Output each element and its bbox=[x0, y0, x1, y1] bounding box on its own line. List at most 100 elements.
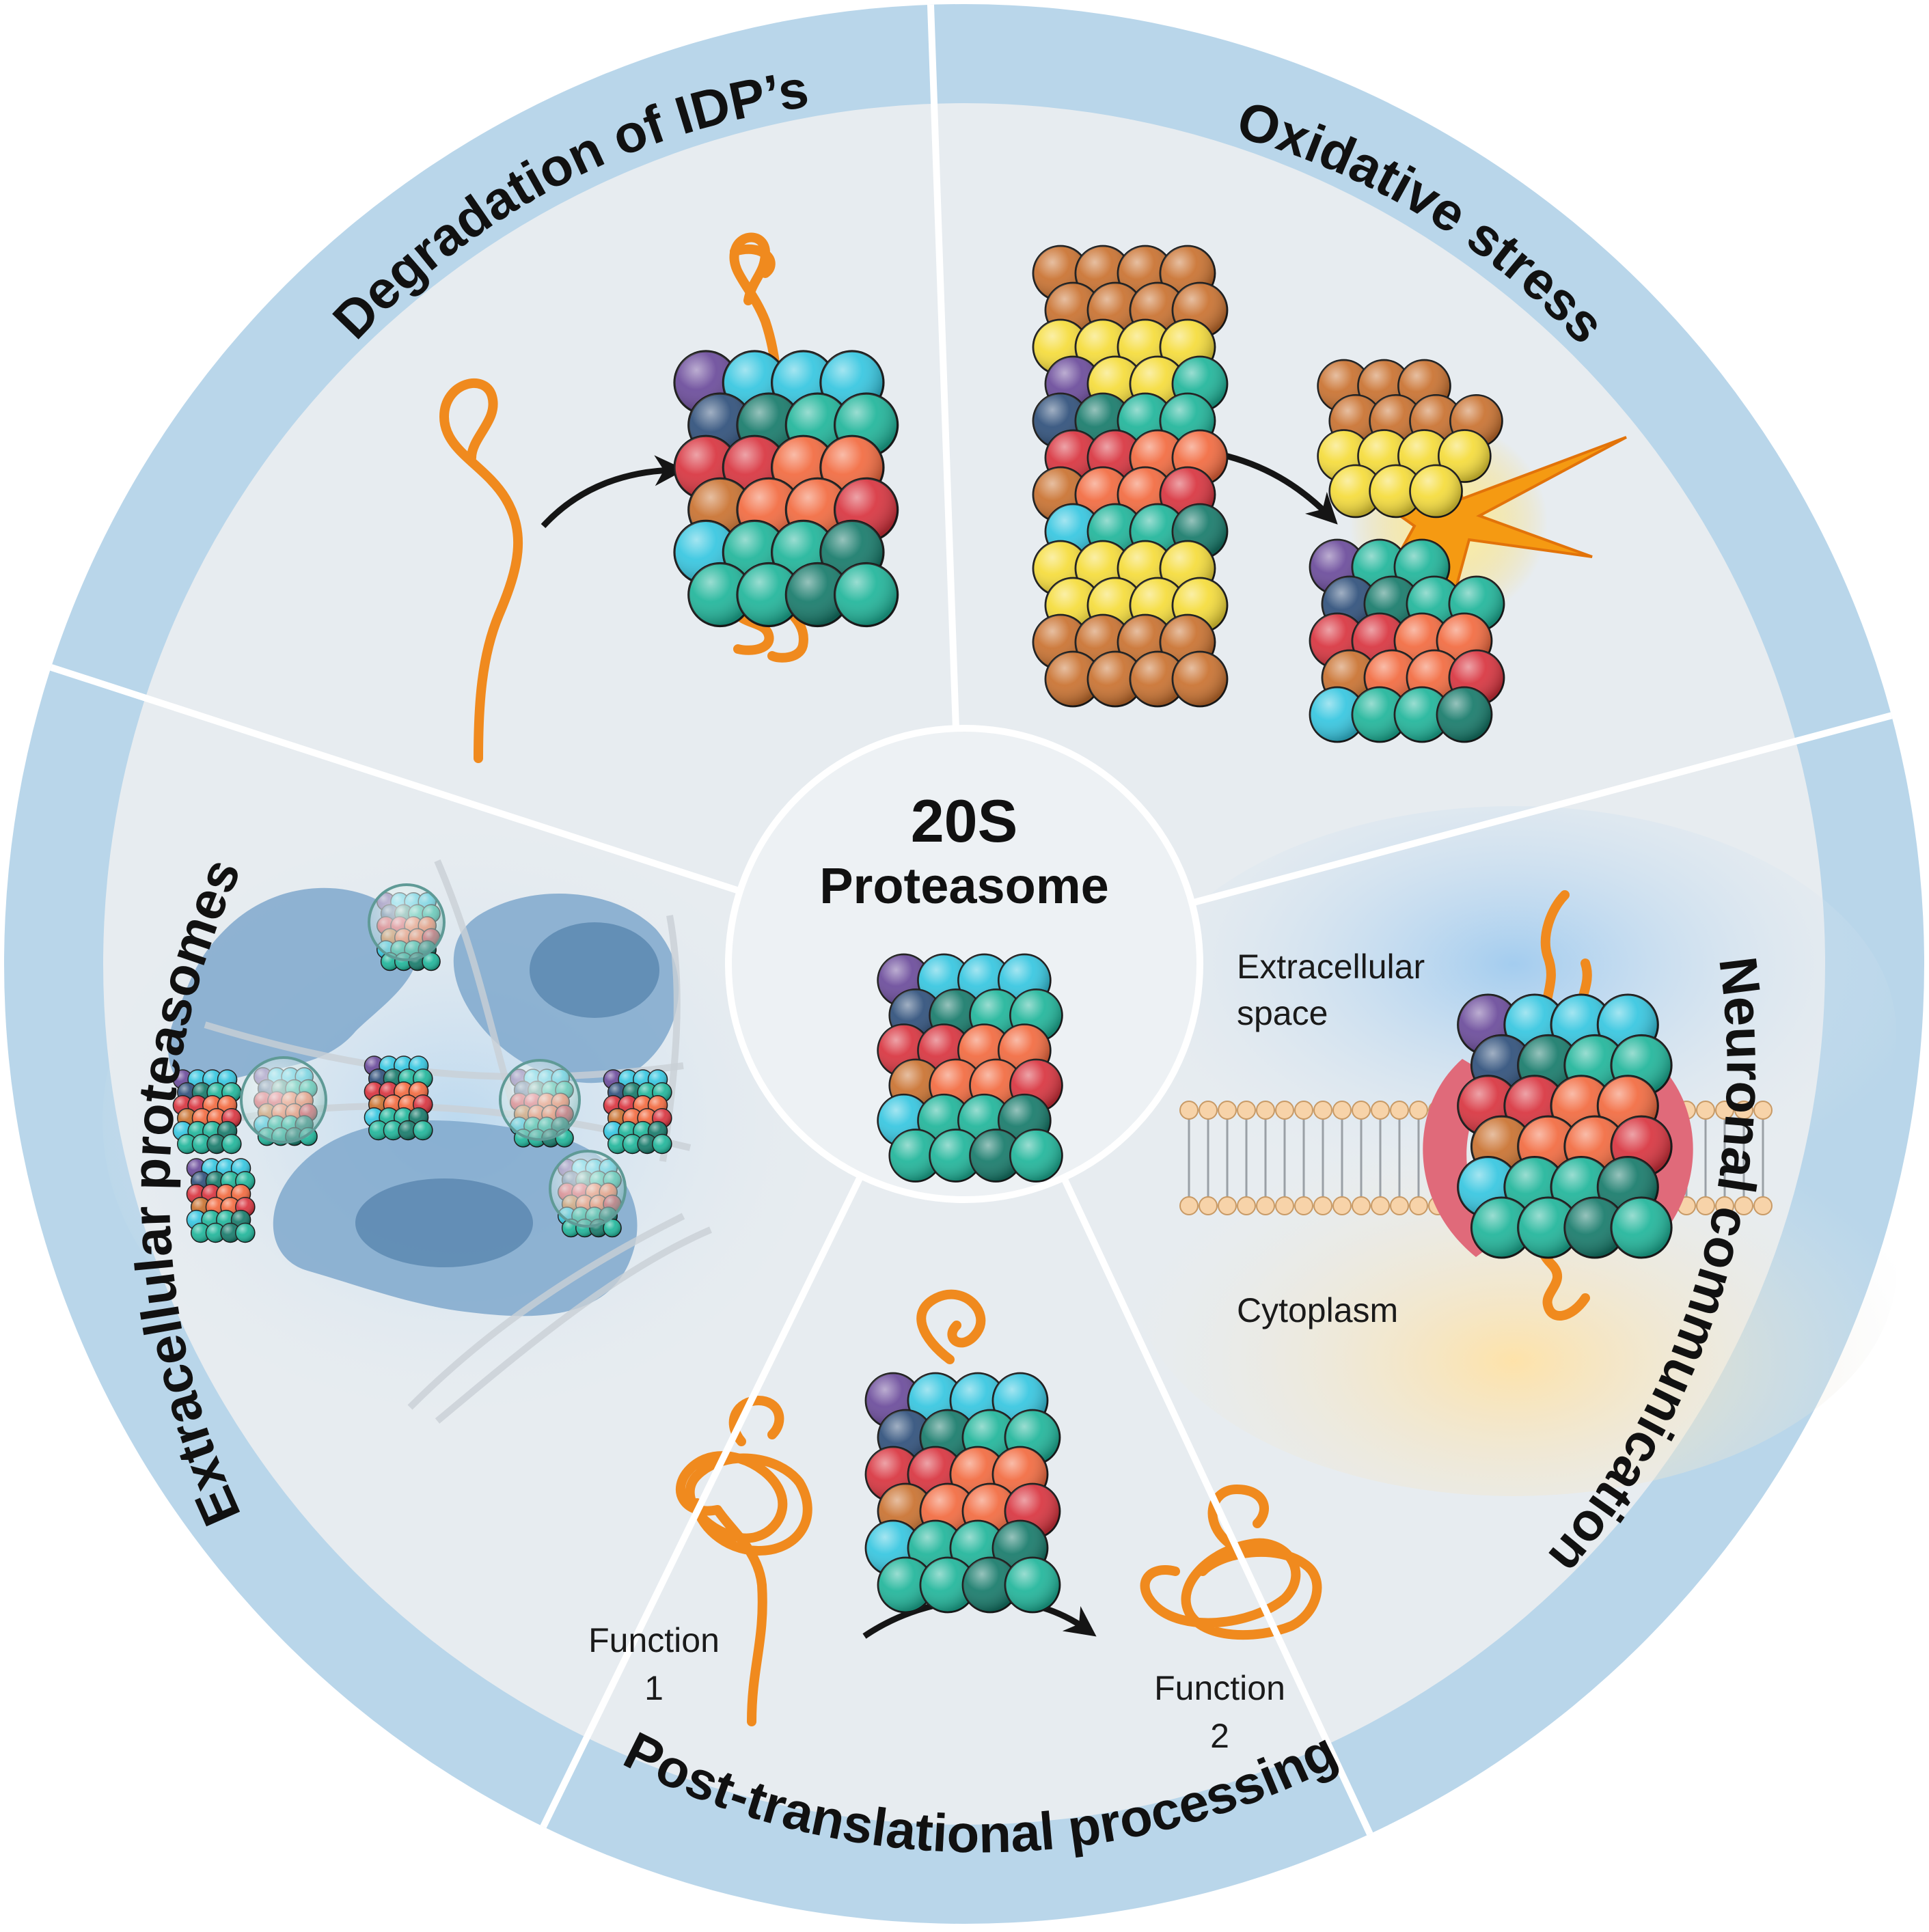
lipid-head bbox=[1753, 1196, 1773, 1215]
subunit-shine bbox=[1369, 465, 1422, 517]
subunit-shine bbox=[970, 1129, 1022, 1182]
vesicle bbox=[368, 883, 446, 961]
lipid-head bbox=[1218, 1196, 1237, 1215]
vesicle bbox=[549, 1150, 627, 1228]
proteasome bbox=[1309, 538, 1505, 743]
lipid-head bbox=[1696, 1196, 1715, 1215]
segment-divider bbox=[1190, 712, 1893, 907]
lipid-head bbox=[1390, 1196, 1409, 1215]
segment-divider bbox=[50, 664, 741, 895]
subunit-shine bbox=[221, 1134, 241, 1154]
lipid-head bbox=[1352, 1101, 1371, 1120]
lipid-head bbox=[1696, 1101, 1715, 1120]
subunit-shine bbox=[688, 563, 752, 626]
proteasome bbox=[364, 1055, 433, 1141]
subunit-shine bbox=[603, 1219, 622, 1237]
subunit-shine bbox=[1005, 1558, 1060, 1612]
cells bbox=[168, 887, 679, 1316]
arrow-oxidative bbox=[1218, 451, 1338, 525]
subunit-shine bbox=[191, 1223, 210, 1243]
lipid-head bbox=[1199, 1196, 1218, 1215]
lipid-head bbox=[1256, 1101, 1275, 1120]
subunit-shine bbox=[786, 563, 849, 626]
nucleus-right bbox=[530, 922, 659, 1018]
lipid-head bbox=[1313, 1101, 1332, 1120]
subunit-shine bbox=[422, 952, 441, 971]
subunit-shine bbox=[1352, 687, 1407, 742]
lipid-head bbox=[1294, 1196, 1313, 1215]
subunit-shine bbox=[207, 1134, 227, 1154]
protein-chains bbox=[439, 232, 1592, 1726]
proteasome bbox=[1457, 993, 1673, 1259]
lipid-head bbox=[1237, 1196, 1256, 1215]
subunit-shine bbox=[878, 1558, 933, 1612]
proteasome bbox=[603, 1069, 672, 1155]
subunit-shine bbox=[1088, 652, 1143, 706]
proteasome-subunits bbox=[172, 245, 1673, 1614]
lipid-head bbox=[1313, 1196, 1332, 1215]
subunit-shine bbox=[1518, 1198, 1578, 1258]
channel-left bbox=[1423, 1059, 1503, 1257]
label-function2-a: Function bbox=[1154, 1669, 1285, 1707]
proteasome bbox=[673, 350, 899, 628]
vesicle bbox=[499, 1059, 581, 1141]
label-extracellular-space-1: Extracellular bbox=[1237, 948, 1425, 986]
subunit-shine bbox=[383, 1120, 403, 1140]
label-function1-b: 1 bbox=[644, 1669, 663, 1707]
fiber bbox=[407, 1213, 685, 1410]
subunit-shine bbox=[607, 1134, 627, 1154]
subunit-shine bbox=[221, 1223, 241, 1243]
subunit-shine bbox=[1310, 687, 1365, 742]
subunit-shine bbox=[1173, 652, 1227, 706]
lipid-head bbox=[1275, 1101, 1294, 1120]
label-cytoplasm: Cytoplasm bbox=[1237, 1291, 1398, 1329]
lipid-head bbox=[1218, 1101, 1237, 1120]
subunit-shine bbox=[368, 1120, 388, 1140]
subunit-shine bbox=[1564, 1198, 1625, 1258]
lipid-head bbox=[1753, 1101, 1773, 1120]
proteasome bbox=[1317, 359, 1503, 519]
subunit-shine bbox=[413, 1120, 433, 1140]
subunit-shine bbox=[638, 1134, 657, 1154]
lipid-head bbox=[1715, 1101, 1734, 1120]
segment-divider bbox=[540, 1174, 864, 1828]
subunit-shine bbox=[206, 1223, 225, 1243]
subunit-shine bbox=[1010, 1129, 1063, 1182]
label-extracellular-space-2: space bbox=[1237, 994, 1328, 1032]
nucleus-bottom bbox=[355, 1178, 533, 1267]
subunit-shine bbox=[1395, 687, 1449, 742]
subunit-shine bbox=[235, 1223, 255, 1243]
lipid-head bbox=[1352, 1196, 1371, 1215]
subunit-shine bbox=[1611, 1198, 1672, 1258]
lipid-head bbox=[1179, 1196, 1199, 1215]
segment-divider bbox=[1061, 1176, 1373, 1836]
proteasome bbox=[877, 953, 1063, 1183]
lipid-head bbox=[1371, 1196, 1390, 1215]
lipid-head bbox=[1275, 1196, 1294, 1215]
subunit-shine bbox=[1130, 652, 1185, 706]
lipid-head bbox=[1734, 1196, 1753, 1215]
center-title-line2: Proteasome bbox=[819, 857, 1109, 914]
center-proteasome-icon bbox=[877, 953, 1063, 1183]
proteasome bbox=[172, 1069, 242, 1155]
subunit-shine bbox=[889, 1129, 942, 1182]
lipid-head bbox=[1409, 1196, 1428, 1215]
function2-chain bbox=[1140, 1485, 1322, 1640]
subunit-shine bbox=[192, 1134, 212, 1154]
subunit-shine bbox=[623, 1134, 642, 1154]
proteasome bbox=[864, 1372, 1061, 1614]
subunit-shine bbox=[652, 1134, 672, 1154]
function1-chain bbox=[675, 1396, 812, 1726]
subunit-shine bbox=[929, 1129, 982, 1182]
lipid-head bbox=[1715, 1196, 1734, 1215]
center-title-line1: 20S bbox=[911, 787, 1018, 855]
idp-chain-tail-loop bbox=[730, 244, 776, 278]
subunit-shine bbox=[398, 1120, 418, 1140]
subunit-shine bbox=[1437, 687, 1492, 742]
lipid-head bbox=[1256, 1196, 1275, 1215]
idp-chain bbox=[439, 378, 523, 763]
lipid-head bbox=[1294, 1101, 1313, 1120]
lipid-head bbox=[1734, 1101, 1753, 1120]
extracellular-vesicles bbox=[240, 883, 627, 1238]
